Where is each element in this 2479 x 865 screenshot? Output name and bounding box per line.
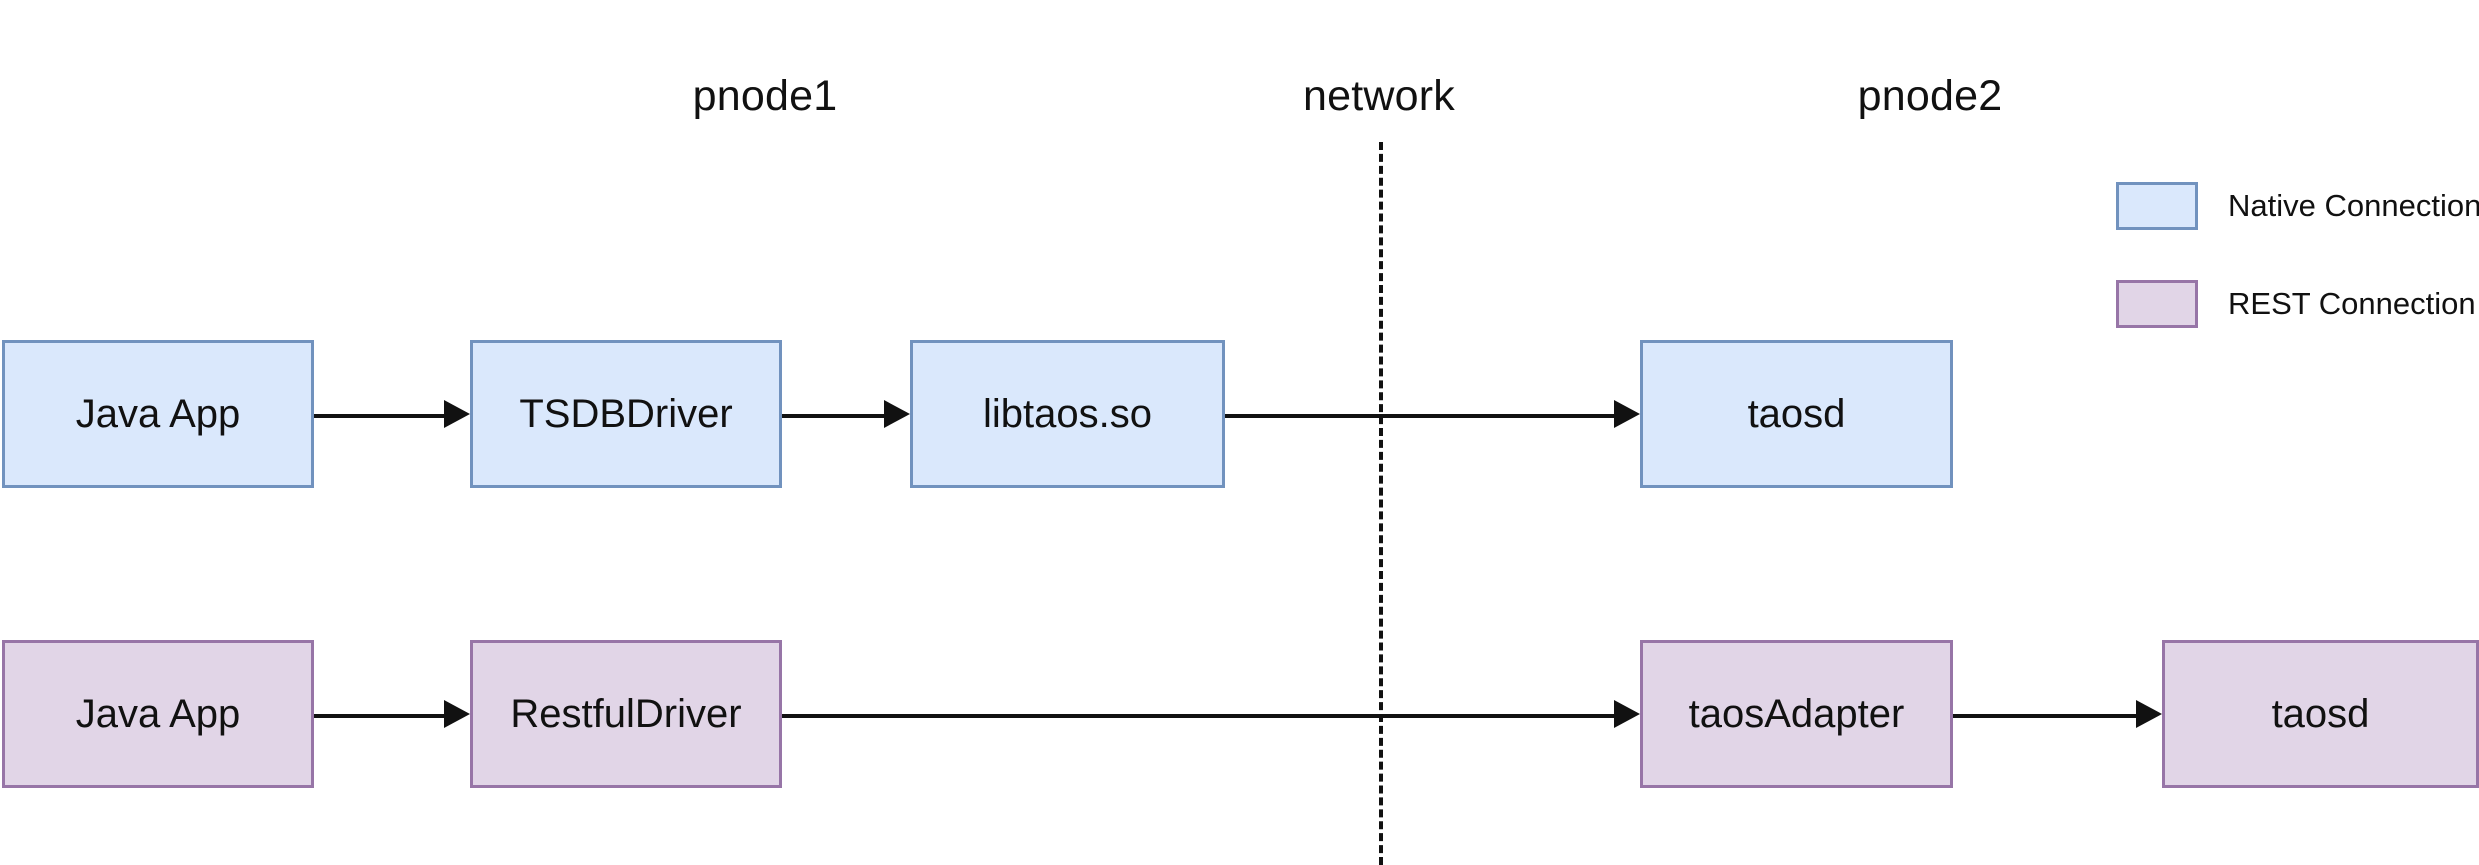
node-native-libtaos[interactable]: libtaos.so (910, 340, 1225, 488)
edge-restfuldriver-to-taosadapter (782, 714, 1614, 718)
edge-taosadapter-to-taosd (1953, 714, 2136, 718)
node-native-java-app[interactable]: Java App (2, 340, 314, 488)
network-divider-line (1379, 142, 1383, 865)
arrowhead-icon (444, 400, 470, 428)
arrowhead-icon (1614, 400, 1640, 428)
zone-label-network: network (1303, 72, 1455, 120)
legend-label-rest: REST Connection (2228, 286, 2476, 321)
legend-item-native: Native Connection (2116, 182, 2479, 230)
arrowhead-icon (884, 400, 910, 428)
node-native-taosd[interactable]: taosd (1640, 340, 1953, 488)
zone-label-pnode2: pnode2 (1857, 72, 2003, 120)
node-label: taosAdapter (1688, 691, 1905, 736)
node-native-tsdbdriver[interactable]: TSDBDriver (470, 340, 782, 488)
node-label: RestfulDriver (510, 691, 742, 736)
node-label: taosd (1747, 391, 1846, 436)
node-label: libtaos.so (983, 391, 1152, 436)
node-rest-taosd[interactable]: taosd (2162, 640, 2479, 788)
legend-item-rest: REST Connection (2116, 280, 2476, 328)
node-rest-java-app[interactable]: Java App (2, 640, 314, 788)
zone-label-pnode1: pnode1 (692, 72, 838, 120)
edge-tsdbdriver-to-libtaos (782, 414, 884, 418)
legend-swatch-rest (2116, 280, 2198, 328)
legend-swatch-native (2116, 182, 2198, 230)
node-label: Java App (75, 691, 241, 736)
legend-label-native: Native Connection (2228, 188, 2479, 223)
arrowhead-icon (2136, 700, 2162, 728)
edge-libtaos-to-taosd (1225, 414, 1614, 418)
node-label: TSDBDriver (519, 391, 733, 436)
edge-javaapp-to-tsdbdriver (314, 414, 444, 418)
node-rest-taosadapter[interactable]: taosAdapter (1640, 640, 1953, 788)
arrowhead-icon (1614, 700, 1640, 728)
node-label: taosd (2271, 691, 2370, 736)
arrowhead-icon (444, 700, 470, 728)
edge-javaapp-to-restfuldriver (314, 714, 444, 718)
node-rest-restfuldriver[interactable]: RestfulDriver (470, 640, 782, 788)
node-label: Java App (75, 391, 241, 436)
